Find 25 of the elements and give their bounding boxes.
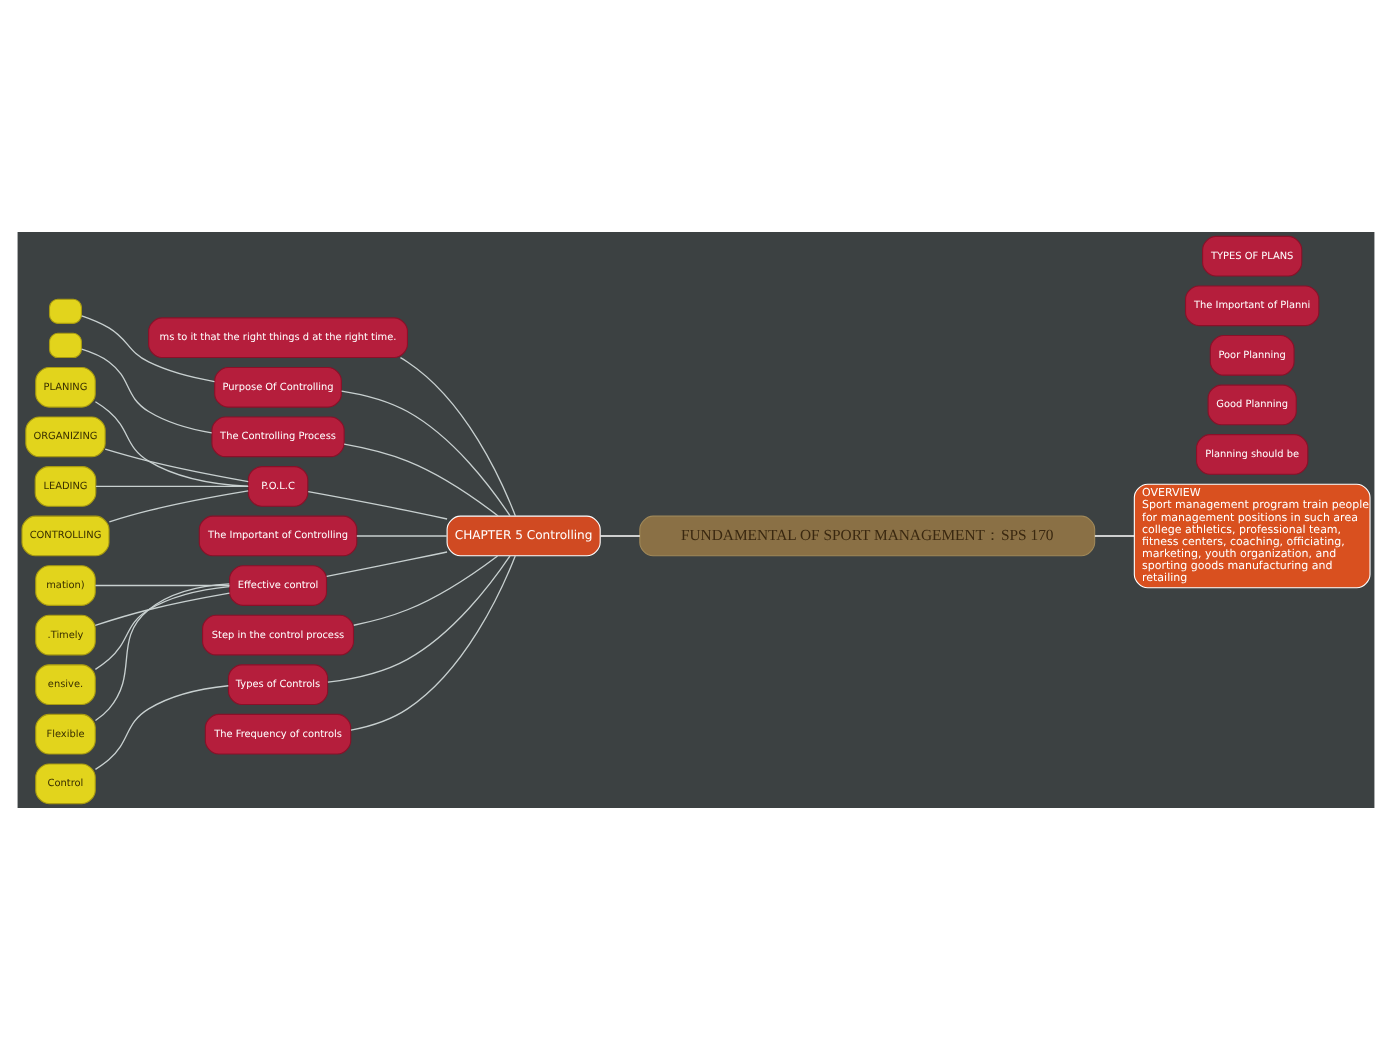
connector <box>108 490 249 523</box>
connector <box>350 555 516 731</box>
connector <box>1094 535 1135 537</box>
node-box <box>48 332 82 359</box>
connector <box>81 315 216 383</box>
connector <box>356 535 448 537</box>
connector <box>94 584 231 587</box>
node-box <box>48 298 82 324</box>
connector <box>353 555 499 626</box>
connector <box>94 592 231 627</box>
connector <box>95 485 249 488</box>
connector <box>81 348 213 434</box>
connector <box>104 448 249 483</box>
connector <box>599 535 641 537</box>
connector <box>94 401 249 487</box>
connector <box>326 551 448 577</box>
connector <box>94 583 230 722</box>
connector <box>340 390 511 517</box>
connector <box>327 555 511 683</box>
node-box: FUNDAMENTAL OF SPORT MANAGEMENT：SPS 170 <box>639 515 1096 557</box>
connector <box>94 685 229 770</box>
connector <box>307 491 448 520</box>
connector <box>94 585 230 670</box>
connector <box>399 357 517 517</box>
connector <box>343 443 499 517</box>
